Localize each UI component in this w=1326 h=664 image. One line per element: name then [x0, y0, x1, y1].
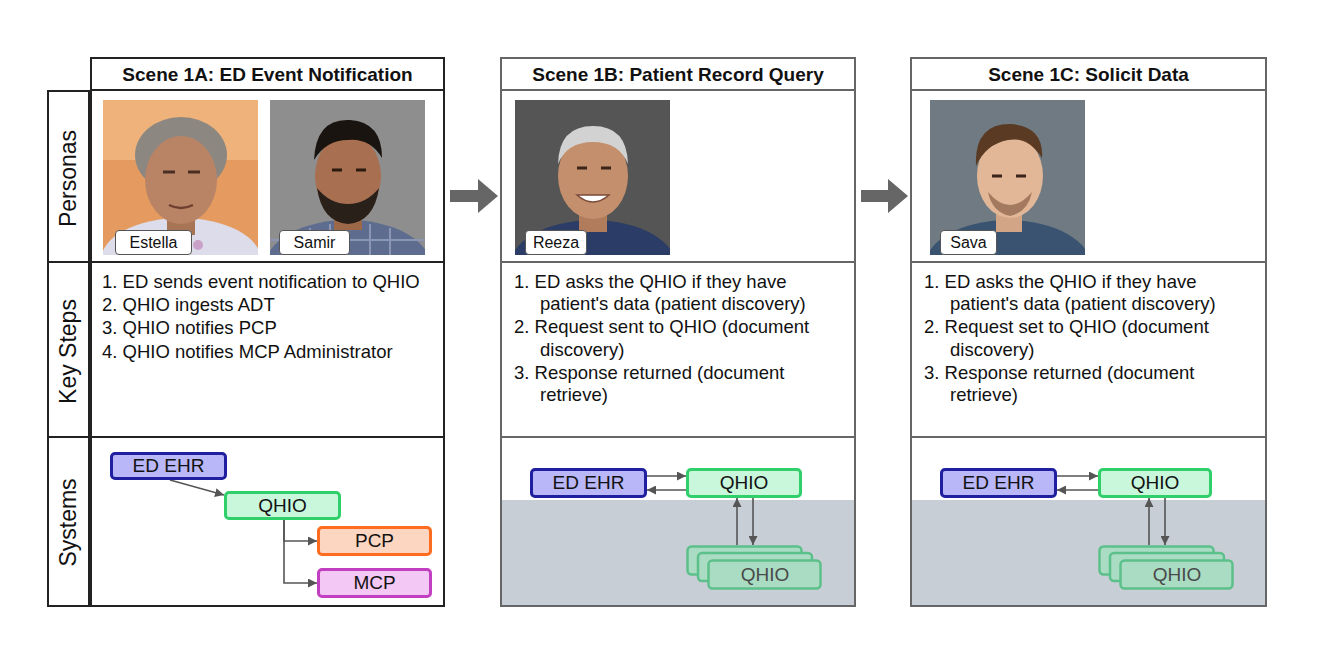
row-line — [500, 89, 856, 91]
system-stack: QHIO — [1098, 545, 1234, 590]
step-item: 2. QHIO ingests ADT — [102, 294, 442, 316]
grey-region — [501, 500, 855, 606]
step-item: 3. Response returned (document retrieve) — [924, 362, 1264, 406]
connector — [284, 520, 317, 583]
connector — [1057, 489, 1098, 491]
system-box: QHIO — [224, 491, 341, 520]
hair — [976, 124, 1042, 166]
step-item: 3. QHIO notifies PCP — [102, 317, 442, 339]
system-name: PCP — [355, 530, 394, 552]
persona-name-tag: Estella — [115, 230, 192, 255]
system-box: QHIO — [686, 468, 802, 498]
clothing — [266, 220, 430, 310]
smile — [577, 195, 609, 202]
system-box: ED EHR — [530, 468, 647, 498]
connector — [1164, 498, 1166, 545]
connector — [736, 498, 738, 545]
eyes — [992, 175, 1026, 178]
system-name: QHIO — [258, 495, 307, 517]
scene-title: Scene 1C: Solicit Data — [912, 59, 1265, 90]
eyes — [577, 167, 611, 170]
system-box: PCP — [317, 526, 432, 556]
system-name: QHIO — [1120, 560, 1234, 590]
system-box: ED EHR — [940, 468, 1057, 498]
persona-name: Sava — [950, 234, 986, 252]
scene-panel: Scene 1C: Solicit DataSava 1. ED asks the… — [910, 57, 1267, 607]
step-item: 1. ED asks the QHIO if they have patient… — [514, 271, 854, 315]
connector — [647, 489, 686, 491]
step-item: 2. Request set to QHIO (document discove… — [924, 316, 1264, 360]
row-label: Key Steps — [55, 299, 82, 404]
flow-arrow — [450, 179, 498, 213]
row-line — [910, 436, 1267, 438]
row-line — [90, 89, 445, 91]
persona-name: Samir — [294, 234, 336, 252]
row-lines — [500, 90, 1267, 437]
row-lines — [47, 90, 445, 437]
clothing — [193, 240, 203, 250]
system-name: ED EHR — [133, 455, 205, 477]
connector — [284, 520, 317, 541]
row-line — [500, 261, 856, 263]
persona-name: Estella — [129, 234, 177, 252]
mouth — [169, 205, 193, 208]
connector — [1057, 475, 1098, 477]
connector — [647, 475, 686, 477]
eyes — [332, 169, 366, 172]
connector — [1148, 498, 1150, 545]
beard — [317, 188, 379, 224]
step-item: 3. Response returned (document retrieve) — [514, 362, 854, 406]
system-box: QHIO — [1098, 468, 1212, 498]
step-item: 4. QHIO notifies MCP Administrator — [102, 341, 442, 363]
persona-name-tag: Samir — [279, 230, 350, 255]
step-item: 1. ED sends event notification to QHIO — [102, 271, 442, 293]
key-steps-list: 1. ED asks the QHIO if they have patient… — [514, 271, 854, 441]
row-line — [910, 89, 1267, 91]
system-name: ED EHR — [553, 472, 625, 494]
scene-panel: Scene 1A: ED Event NotificationEstella Sa… — [90, 57, 445, 607]
face — [145, 136, 217, 224]
system-name: QHIO — [1131, 472, 1180, 494]
scene-title: Scene 1B: Patient Record Query — [502, 59, 854, 90]
hair — [558, 126, 628, 164]
system-stack: QHIO — [686, 545, 822, 590]
step-item: 2. Request sent to QHIO (document discov… — [514, 316, 854, 360]
system-name: QHIO — [720, 472, 769, 494]
persona-name: Reeza — [533, 234, 579, 252]
key-steps-list: 1. ED asks the QHIO if they have patient… — [924, 271, 1264, 441]
scene-title: Scene 1A: ED Event Notification — [92, 59, 443, 90]
row-line — [500, 436, 856, 438]
row-line — [47, 261, 445, 263]
scene-panel: Scene 1B: Patient Record QueryReeza 1. ED… — [500, 57, 856, 607]
step-item: 1. ED asks the QHIO if they have patient… — [924, 271, 1264, 315]
connector — [752, 498, 754, 545]
connector — [170, 480, 224, 495]
system-box: MCP — [317, 568, 432, 598]
persona-name-tag: Sava — [940, 230, 997, 255]
row-label: Personas — [55, 129, 82, 226]
row-line — [47, 436, 445, 438]
stubble — [988, 192, 1032, 216]
system-name: QHIO — [708, 560, 822, 590]
eyes — [163, 171, 200, 174]
system-name: MCP — [353, 572, 395, 594]
row-header-column: PersonasKey StepsSystems — [47, 90, 90, 607]
grey-region — [911, 500, 1266, 606]
system-name: ED EHR — [963, 472, 1035, 494]
row-label: Systems — [55, 478, 82, 566]
flow-arrow — [861, 179, 908, 213]
row-line — [910, 261, 1267, 263]
system-box: ED EHR — [110, 452, 227, 480]
key-steps-list: 1. ED sends event notification to QHIO2.… — [102, 271, 442, 441]
persona-name-tag: Reeza — [525, 230, 587, 255]
hair — [314, 120, 382, 160]
